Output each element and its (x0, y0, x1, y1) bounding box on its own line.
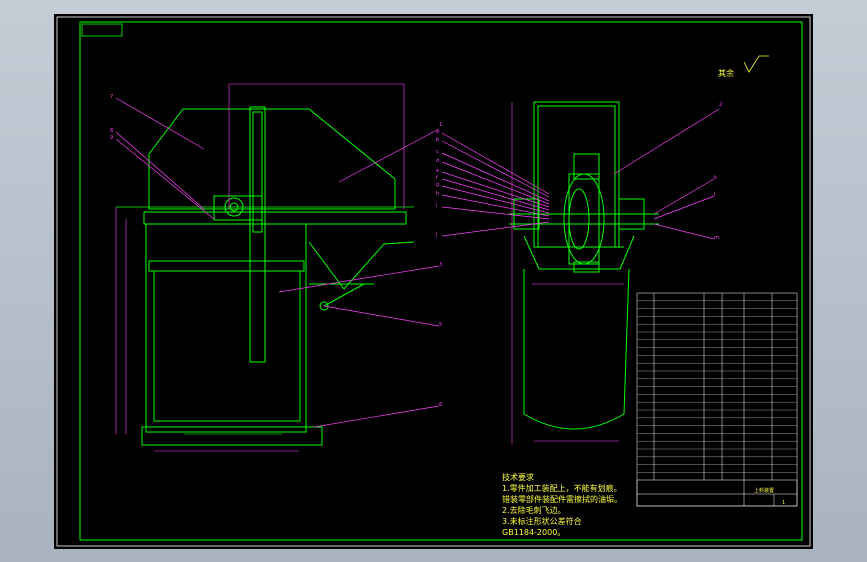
bom-rows (637, 300, 797, 473)
svg-text:g: g (436, 182, 439, 188)
roughness-symbol (743, 55, 769, 73)
svg-text:a: a (436, 129, 439, 135)
svg-text:6: 6 (439, 402, 442, 408)
svg-text:8: 8 (110, 128, 113, 134)
svg-text:i: i (436, 203, 437, 209)
side-leader-labels: a b c d e f g h i j 2 k l m (435, 102, 722, 241)
svg-text:9: 9 (110, 135, 113, 141)
svg-text:7: 7 (110, 94, 113, 100)
svg-text:m: m (714, 235, 719, 241)
title-block (636, 479, 798, 507)
tech-line-4: 3.未标注形状公差符合 (502, 516, 582, 526)
front-leaders (115, 97, 440, 428)
svg-text:f: f (436, 175, 438, 181)
svg-text:h: h (436, 191, 439, 197)
side-view (509, 101, 659, 430)
tech-line-5: GB1184-2000。 (502, 528, 565, 537)
front-view (116, 106, 415, 446)
svg-text:l: l (714, 192, 715, 198)
front-dimensions (115, 83, 405, 452)
side-leaders (441, 108, 720, 240)
front-leader-labels: 7 8 9 1 3 5 6 (110, 94, 442, 408)
title-sheet-number: 1 (782, 500, 785, 506)
svg-text:3: 3 (439, 262, 442, 268)
tech-line-3: 2.去除毛刺飞边。 (502, 505, 566, 515)
drawing-viewport[interactable]: 7 8 9 1 3 5 6 (54, 14, 813, 549)
side-dimensions (511, 102, 624, 444)
other-label: 其余 (718, 68, 734, 78)
tech-line-2: 错装零部件装配件需擦拭的油垢。 (502, 494, 622, 504)
svg-text:b: b (436, 137, 439, 143)
cad-drawing: 7 8 9 1 3 5 6 (56, 16, 811, 547)
tech-requirements: 技术要求 1.零件加工装配上，不能有划痕。 错装零部件装配件需擦拭的油垢。 2.… (502, 472, 622, 537)
svg-text:2: 2 (719, 102, 722, 108)
svg-text:c: c (436, 149, 439, 155)
svg-text:5: 5 (439, 322, 442, 328)
svg-text:e: e (436, 168, 439, 174)
inner-frame (79, 21, 803, 541)
svg-text:j: j (435, 232, 437, 238)
bom-table (636, 292, 798, 507)
tech-heading: 技术要求 (502, 472, 534, 482)
title-drawing-name: 上料装置 (754, 487, 774, 494)
svg-text:1: 1 (439, 122, 442, 128)
svg-text:d: d (436, 158, 439, 164)
corner-box (81, 23, 123, 37)
tech-line-1: 1.零件加工装配上，不能有划痕。 (502, 483, 622, 493)
svg-text:k: k (714, 175, 717, 181)
outer-frame (56, 16, 811, 547)
